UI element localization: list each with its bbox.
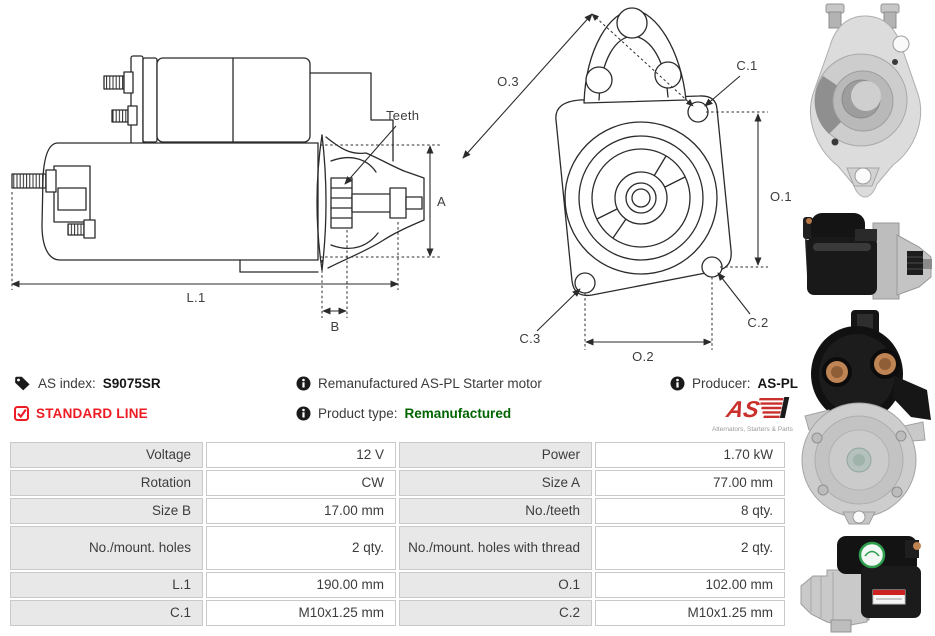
spec-label: Voltage	[10, 442, 203, 468]
standard-line-row: STANDARD LINE	[14, 406, 148, 421]
spec-value: 2 qty.	[595, 526, 785, 570]
spec-label: Power	[399, 442, 592, 468]
front-view-drawing: O.3 C.1 O.1 C.2 C.3 O.2	[462, 7, 792, 364]
as-index-row: AS index: S9075SR	[14, 376, 161, 391]
spec-table: Voltage 12 V Power 1.70 kW Rotation CW S…	[10, 442, 790, 626]
spec-value: 8 qty.	[595, 498, 785, 524]
spec-row: Rotation CW Size A 77.00 mm	[10, 470, 790, 496]
as-index-label: AS index:	[38, 376, 96, 391]
spec-label: No./teeth	[399, 498, 592, 524]
spec-label: C.2	[399, 600, 592, 626]
spec-value: M10x1.25 mm	[206, 600, 396, 626]
product-photo-side-right[interactable]	[795, 528, 935, 634]
spec-label: No./mount. holes	[10, 526, 203, 570]
spec-label: O.1	[399, 572, 592, 598]
dim-label-b: B	[331, 319, 340, 334]
spec-value: 190.00 mm	[206, 572, 396, 598]
spec-value: 12 V	[206, 442, 396, 468]
spec-value: 17.00 mm	[206, 498, 396, 524]
dim-label-l1: L.1	[187, 290, 206, 305]
info-icon	[670, 376, 685, 391]
product-type-label: Product type:	[318, 406, 398, 421]
standard-line-label: STANDARD LINE	[36, 406, 148, 421]
side-view-drawing: L.1 A B Teeth	[11, 55, 446, 334]
as-pl-logo-icon: AS	[723, 396, 790, 422]
product-type-row: Product type: Remanufactured	[296, 406, 511, 421]
spec-value: CW	[206, 470, 396, 496]
producer-label: Producer:	[692, 376, 751, 391]
product-photo-side-left[interactable]	[795, 205, 935, 305]
dim-label-o3: O.3	[497, 74, 519, 89]
spec-label: L.1	[10, 572, 203, 598]
producer-row: Producer: AS-PL	[670, 376, 798, 391]
description-row: Remanufactured AS-PL Starter motor	[296, 376, 542, 391]
product-type-value: Remanufactured	[404, 406, 512, 421]
spec-row: L.1 190.00 mm O.1 102.00 mm	[10, 572, 790, 598]
dim-label-c3: C.3	[519, 331, 540, 346]
product-description: Remanufactured AS-PL Starter motor	[318, 376, 542, 391]
spec-label: No./mount. holes with thread	[399, 526, 592, 570]
spec-label: C.1	[10, 600, 203, 626]
dim-label-o1: O.1	[770, 189, 792, 204]
spec-label: Size B	[10, 498, 203, 524]
spec-value: 1.70 kW	[595, 442, 785, 468]
logo-text: AS	[723, 396, 762, 420]
spec-value: M10x1.25 mm	[595, 600, 785, 626]
spec-row: No./mount. holes 2 qty. No./mount. holes…	[10, 526, 790, 570]
product-photo-front[interactable]	[795, 0, 935, 205]
spec-label: Rotation	[10, 470, 203, 496]
checkbox-icon	[14, 406, 29, 421]
spec-value: 2 qty.	[206, 526, 396, 570]
dim-label-o2: O.2	[632, 349, 654, 364]
spec-row: Size B 17.00 mm No./teeth 8 qty.	[10, 498, 790, 524]
producer-value: AS-PL	[757, 376, 799, 391]
spec-label: Size A	[399, 470, 592, 496]
spec-row: Voltage 12 V Power 1.70 kW	[10, 442, 790, 468]
spec-row: C.1 M10x1.25 mm C.2 M10x1.25 mm	[10, 600, 790, 626]
spec-value: 102.00 mm	[595, 572, 785, 598]
dim-label-teeth: Teeth	[386, 108, 419, 123]
tag-icon	[15, 376, 30, 391]
dim-label-c1: C.1	[736, 58, 757, 73]
as-index-value: S9075SR	[102, 376, 161, 391]
spec-value: 77.00 mm	[595, 470, 785, 496]
info-icon	[296, 406, 311, 421]
technical-drawings: L.1 A B Teeth	[11, 7, 792, 364]
product-photo-rear[interactable]	[795, 310, 935, 525]
dim-label-c2: C.2	[747, 315, 768, 330]
dim-label-a: A	[437, 194, 446, 209]
logo-caption: Alternators, Starters & Parts	[712, 426, 793, 433]
info-icon	[296, 376, 311, 391]
as-pl-logo: AS Alternators, Starters & Parts	[712, 396, 793, 433]
